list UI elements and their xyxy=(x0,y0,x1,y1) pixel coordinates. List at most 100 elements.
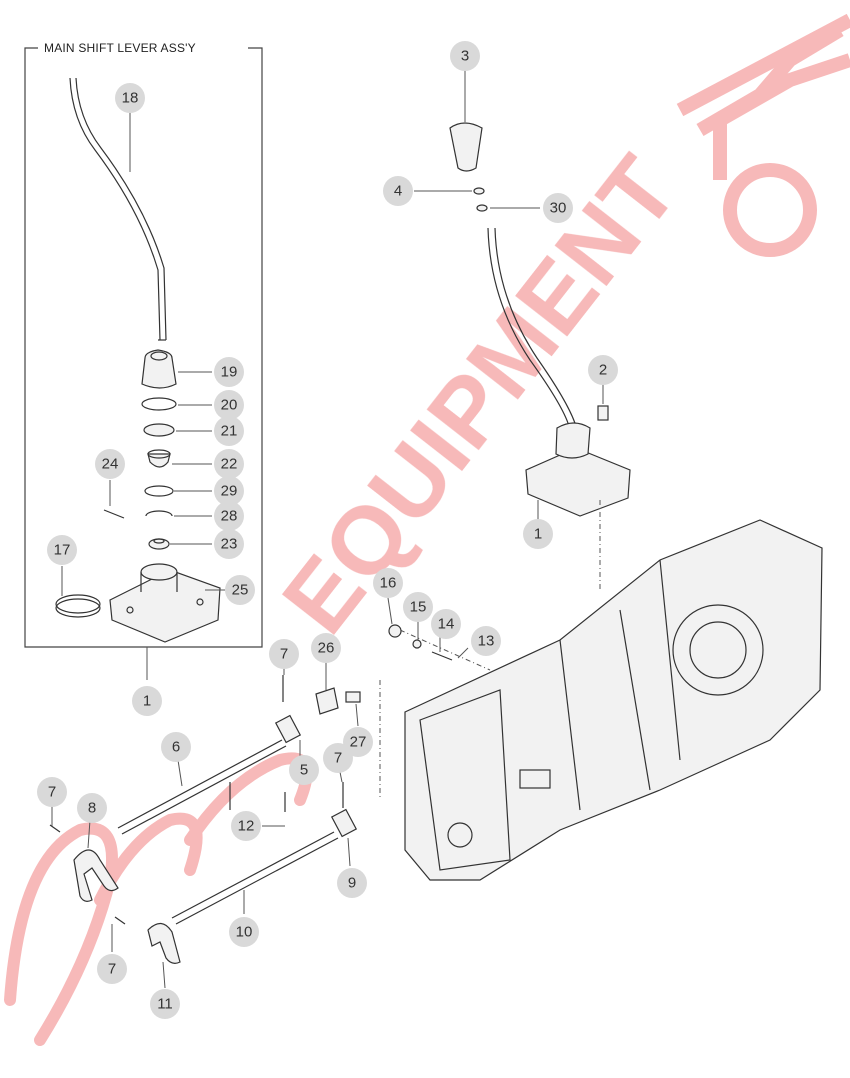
callout-30: 30 xyxy=(543,193,573,223)
assembly-box-title: MAIN SHIFT LEVER ASS'Y xyxy=(44,41,196,55)
callout-1: 1 xyxy=(523,519,553,549)
callout-4: 4 xyxy=(383,176,413,206)
callout-7: 7 xyxy=(323,743,353,773)
callout-number: 10 xyxy=(236,924,253,941)
callout-15: 15 xyxy=(403,592,433,622)
callout-number: 29 xyxy=(221,483,238,500)
callout-bubble xyxy=(231,811,261,841)
watermark-tractor-logo xyxy=(676,13,850,257)
callout-bubble xyxy=(450,41,480,71)
callout-bubble xyxy=(337,868,367,898)
callout-bubble xyxy=(323,743,353,773)
clip-28 xyxy=(145,510,173,517)
block-26 xyxy=(315,687,339,715)
callout-number: 26 xyxy=(318,640,335,657)
watermark-text: EQUIPMENT xyxy=(262,137,698,653)
callout-25: 25 xyxy=(225,575,255,605)
callout-number: 17 xyxy=(54,542,71,559)
callout-bubble xyxy=(289,755,319,785)
callout-number: 16 xyxy=(380,575,397,592)
callout-7: 7 xyxy=(97,954,127,984)
assembly-box: MAIN SHIFT LEVER ASS'Y xyxy=(24,41,263,680)
callout-number: 21 xyxy=(221,423,238,440)
callout-number: 23 xyxy=(221,536,238,553)
callout-number: 6 xyxy=(172,739,180,756)
bolt-2 xyxy=(597,405,609,421)
callout-24: 24 xyxy=(95,449,125,479)
callout-number: 4 xyxy=(394,183,402,200)
callout-bubble xyxy=(37,777,67,807)
callout-bubble xyxy=(311,633,341,663)
pin-27 xyxy=(345,691,361,703)
callout-bubble xyxy=(214,357,244,387)
callout-19: 19 xyxy=(214,357,244,387)
callout-bubble xyxy=(214,501,244,531)
callout-14: 14 xyxy=(431,609,461,639)
callout-bubble xyxy=(229,917,259,947)
callout-number: 13 xyxy=(478,633,495,650)
spring-pins xyxy=(49,675,344,925)
callout-26: 26 xyxy=(311,633,341,663)
callout-18: 18 xyxy=(115,83,145,113)
callout-number: 1 xyxy=(534,526,542,543)
callout-8: 8 xyxy=(77,793,107,823)
callout-7: 7 xyxy=(37,777,67,807)
pin-24 xyxy=(103,509,125,519)
upper-lever-housing xyxy=(525,422,631,517)
callout-bubble xyxy=(77,793,107,823)
callout-1: 1 xyxy=(132,686,162,716)
callout-number: 7 xyxy=(108,961,116,978)
callout-number: 28 xyxy=(221,508,238,525)
upper-lever-rod xyxy=(487,227,578,431)
callout-bubble xyxy=(373,568,403,598)
callouts: 1819202122292823241725134302116151413267… xyxy=(37,41,618,1019)
callout-number: 9 xyxy=(348,875,356,892)
collar-23 xyxy=(148,538,170,550)
callout-bubble xyxy=(214,390,244,420)
callout-number: 8 xyxy=(88,800,96,817)
assembly-box-frame xyxy=(24,47,263,648)
callout-29: 29 xyxy=(214,476,244,506)
callout-bubble xyxy=(471,626,501,656)
callout-7: 7 xyxy=(269,639,299,669)
callout-number: 25 xyxy=(232,582,249,599)
callout-5: 5 xyxy=(289,755,319,785)
ring-4 xyxy=(473,187,485,195)
callout-number: 30 xyxy=(550,200,567,217)
callout-number: 3 xyxy=(461,48,469,65)
callout-number: 7 xyxy=(280,646,288,663)
callout-bubble xyxy=(523,519,553,549)
callout-number: 12 xyxy=(238,818,255,835)
callout-number: 2 xyxy=(599,362,607,379)
shifter-9 xyxy=(330,808,358,838)
callout-number: 18 xyxy=(122,90,139,107)
knob-3 xyxy=(449,122,483,172)
callout-bubble xyxy=(383,176,413,206)
callout-number: 7 xyxy=(48,784,56,801)
washer-21 xyxy=(143,423,175,437)
clamp-17 xyxy=(55,594,101,618)
callout-bubble xyxy=(95,449,125,479)
callout-number: 11 xyxy=(157,996,173,1013)
ring-29 xyxy=(144,485,174,497)
callout-number: 20 xyxy=(221,397,238,414)
callout-bubble xyxy=(115,83,145,113)
ring-20 xyxy=(141,397,177,411)
callout-number: 1 xyxy=(143,693,151,710)
detent-parts xyxy=(388,624,453,661)
callout-number: 15 xyxy=(410,599,427,616)
shift-lever-rod xyxy=(69,77,167,341)
callout-bubble xyxy=(225,575,255,605)
shift-rod-10 xyxy=(171,831,339,925)
callout-number: 19 xyxy=(221,364,238,381)
ball-joint-22 xyxy=(147,449,171,468)
nut-30 xyxy=(476,204,488,212)
callout-2: 2 xyxy=(588,355,618,385)
callout-bubble xyxy=(97,954,127,984)
callout-28: 28 xyxy=(214,501,244,531)
callout-bubble xyxy=(214,449,244,479)
callout-16: 16 xyxy=(373,568,403,598)
callout-17: 17 xyxy=(47,535,77,565)
shift-rod-6 xyxy=(117,739,287,835)
